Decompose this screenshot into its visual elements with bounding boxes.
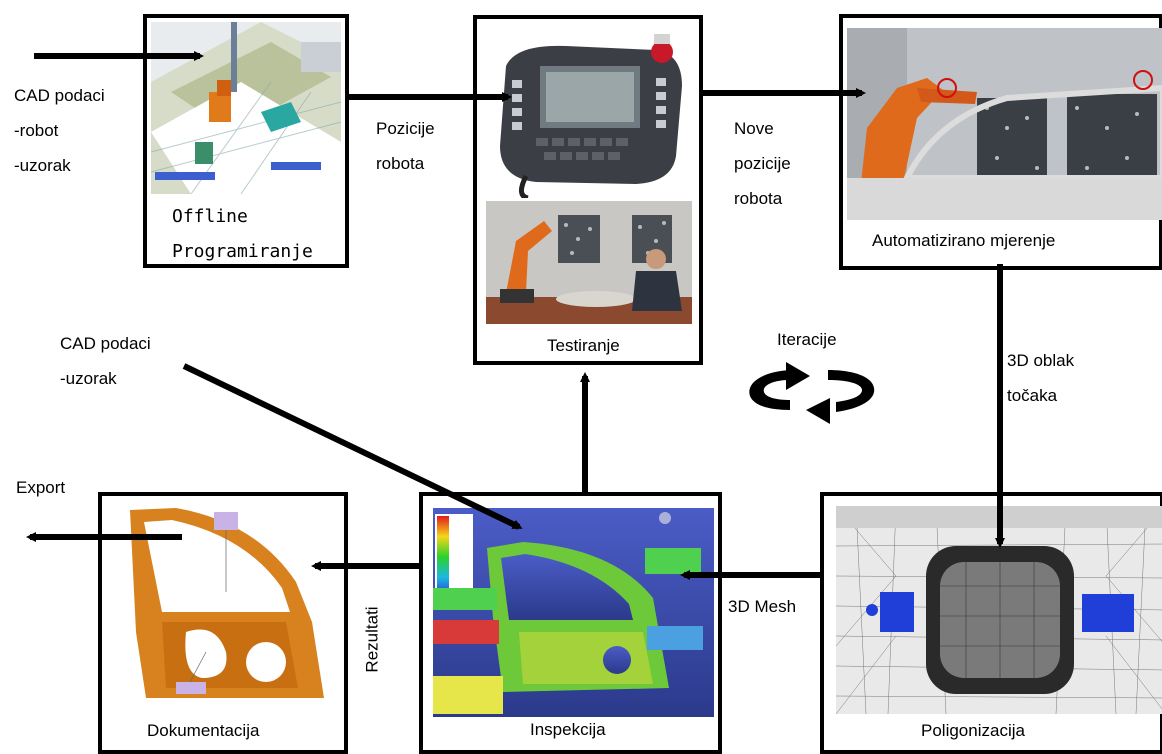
inspection-label: Inspekcija — [530, 720, 606, 739]
text-line: CAD podaci — [14, 86, 105, 105]
cad-input-sample: CAD podaci -uzorak — [60, 326, 151, 396]
text-line: Nove — [734, 119, 774, 138]
text-line: -uzorak — [60, 369, 117, 388]
text-line: 3D oblak — [1007, 351, 1075, 370]
polygonization-label: Poligonizacija — [921, 721, 1025, 740]
edge-label-robot-positions: Pozicije robota — [376, 111, 435, 181]
iteration-label: Iteracije — [777, 330, 837, 349]
cad-input-robot-sample: CAD podaci -robot -uzorak — [14, 78, 105, 183]
automated-measurement-box: Automatizirano mjerenje — [839, 14, 1162, 270]
text-line: CAD podaci — [60, 334, 151, 353]
inspection-deviation-image — [433, 508, 714, 717]
testing-box: Testiranje — [473, 15, 703, 365]
edge-label-new-robot-positions: Nove pozicije robota — [734, 111, 791, 216]
edge-label-point-cloud: 3D oblak točaka — [1007, 343, 1074, 413]
testing-label: Testiranje — [547, 336, 620, 355]
iteration-cycle-icon — [749, 362, 875, 424]
teach-pendant-image — [486, 26, 692, 198]
text-line: pozicije — [734, 154, 791, 173]
offline-label-line-2: Programiranje — [172, 241, 313, 262]
offline-simulation-image — [151, 22, 341, 194]
text-line: robota — [734, 189, 783, 208]
documentation-label: Dokumentacija — [147, 721, 260, 740]
text-line: -uzorak — [14, 156, 71, 175]
offline-label-line-1: Offline — [172, 206, 248, 227]
text-line: -robot — [14, 121, 59, 140]
arrow-cad-to-inspection — [182, 363, 523, 530]
text-line: robota — [376, 154, 425, 173]
edge-label-3d-mesh: 3D Mesh — [728, 597, 797, 616]
inspection-box: Inspekcija — [419, 492, 722, 754]
automated-measurement-photo — [847, 28, 1162, 220]
export-label: Export — [16, 478, 66, 497]
text-line: točaka — [1007, 386, 1058, 405]
robot-testing-photo — [486, 201, 692, 324]
text-line: Pozicije — [376, 119, 435, 138]
automated-measurement-label: Automatizirano mjerenje — [872, 231, 1056, 250]
